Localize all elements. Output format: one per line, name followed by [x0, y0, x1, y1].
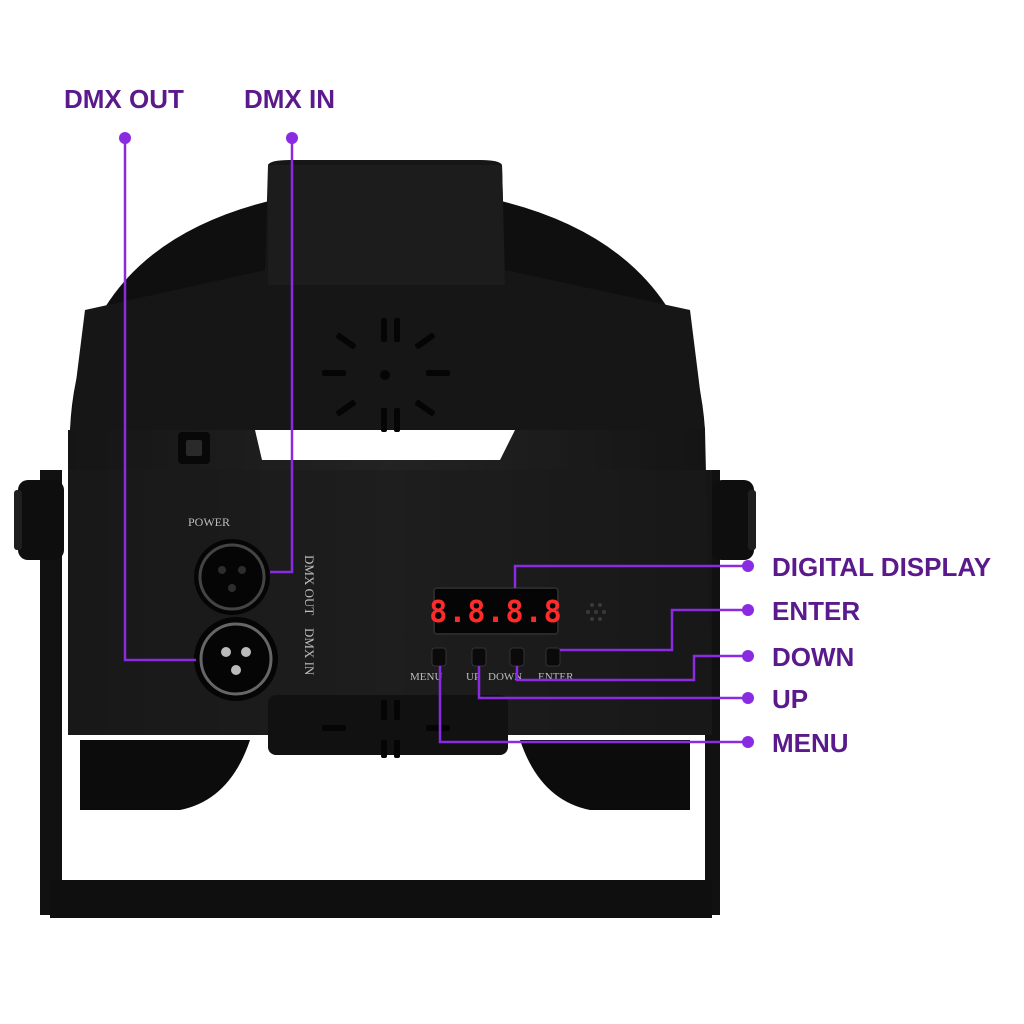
menu-dot — [742, 736, 754, 748]
dmx-out-dot — [119, 132, 131, 144]
enter-button[interactable] — [545, 647, 561, 667]
dmx-in-dot — [286, 132, 298, 144]
bottom-vent-icon — [268, 695, 508, 758]
digital-display-line — [513, 564, 748, 588]
menu-callout: MENU — [772, 728, 849, 758]
menu-button[interactable] — [431, 647, 447, 667]
dmx-out-callout: DMX OUT — [64, 84, 184, 114]
enter-line — [560, 608, 748, 652]
top-vent-icon — [322, 318, 450, 432]
up-line — [477, 666, 748, 700]
mic-grill-icon — [586, 603, 606, 621]
right-foot — [520, 740, 690, 810]
down-line — [515, 654, 748, 682]
right-knob — [712, 480, 756, 560]
housing-dome — [70, 160, 705, 430]
enter-callout: ENTER — [772, 596, 861, 626]
up-callout: UP — [772, 684, 809, 714]
down-dot — [742, 650, 754, 662]
left-knob — [14, 480, 64, 560]
down-callout: DOWN — [772, 642, 855, 672]
control-box — [68, 430, 712, 735]
callout-lines — [123, 138, 748, 744]
dmx-out-socket — [194, 539, 270, 615]
panel-dmx-in-label: DMX IN — [302, 628, 317, 676]
power-label: POWER — [188, 515, 230, 529]
dmx-in-line — [270, 138, 294, 574]
digital-display: 8.8.8.8 — [429, 587, 562, 635]
panel-up-label: UP — [466, 671, 480, 683]
dmx-out-line — [123, 138, 196, 662]
display-digits: 8.8.8.8 — [429, 595, 562, 630]
panel-dmx-out-label: DMX OUT — [302, 555, 317, 615]
panel-down-label: DOWN — [488, 671, 522, 683]
down-button[interactable] — [509, 647, 525, 667]
callout-dots — [119, 132, 754, 748]
mounting-bracket — [40, 470, 720, 918]
up-dot — [742, 692, 754, 704]
left-foot — [80, 740, 250, 810]
safety-cable-port — [178, 432, 210, 464]
dmx-in-callout: DMX IN — [244, 84, 335, 114]
digital-display-callout: DIGITAL DISPLAY — [772, 552, 992, 582]
up-button[interactable] — [471, 647, 487, 667]
menu-line — [438, 666, 748, 744]
digital-display-dot — [742, 560, 754, 572]
dmx-in-socket — [194, 617, 278, 701]
enter-dot — [742, 604, 754, 616]
panel-menu-label: MENU — [410, 671, 442, 683]
